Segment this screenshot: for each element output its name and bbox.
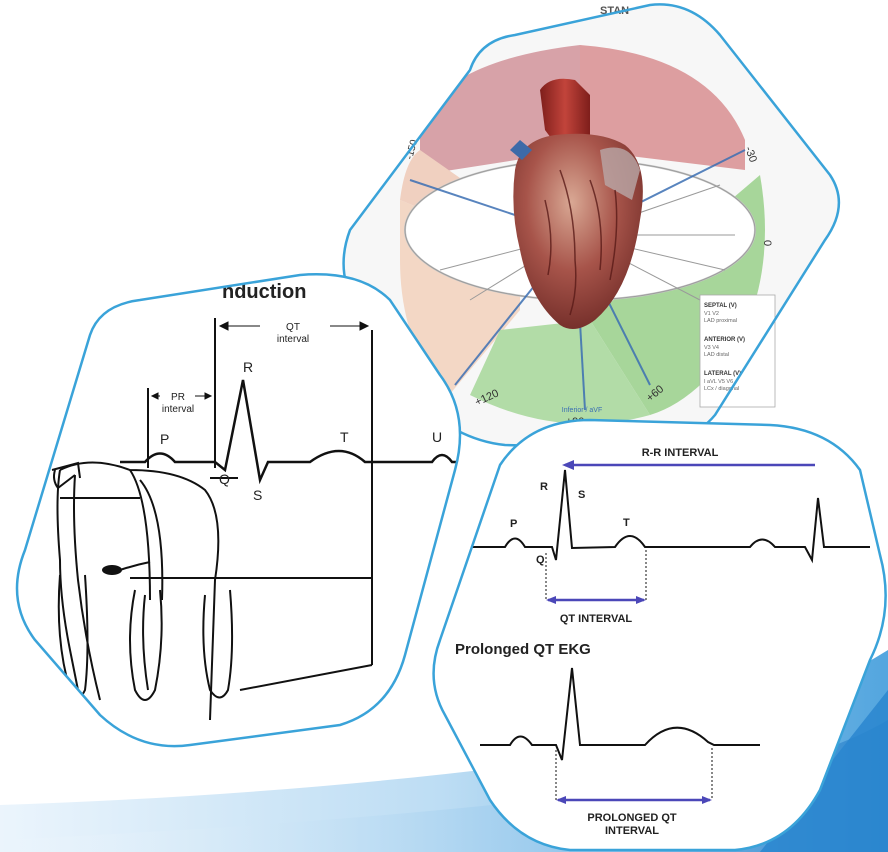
qt-wave-label-r: R: [540, 481, 548, 493]
prolonged-qt-title: Prolonged QT EKG: [455, 641, 591, 658]
wave-label-u: U: [432, 429, 442, 445]
qt-wave-label-t: T: [623, 517, 630, 529]
inferior-tag: Inferior / aVF: [562, 407, 602, 414]
prolonged-qt-label-line2: INTERVAL: [605, 825, 659, 837]
qt-interval-label: QT INTERVAL: [560, 613, 633, 625]
wave-label-q: Q: [219, 471, 230, 487]
qt-wave-label-q: Q: [536, 554, 545, 566]
pr-interval-label-line1: PR: [171, 392, 185, 403]
legend-title-2: LATERAL (V): [704, 371, 741, 377]
node-dot: [102, 565, 122, 575]
qt-interval-label-line1: QT: [286, 322, 300, 333]
legend-line-0-1: LAD proximal: [704, 318, 737, 324]
legend-line-1-0: V3 V4: [704, 345, 719, 351]
angle-label-zero: 0: [761, 240, 773, 246]
pr-interval-label-line2: interval: [162, 404, 194, 415]
wave-label-r: R: [243, 359, 253, 375]
conduction-ecg-panel: nduction: [0, 260, 480, 760]
qt-wave-label-s: S: [578, 489, 585, 501]
legend-line-0-0: V1 V2: [704, 311, 719, 317]
legend-title-1: ANTERIOR (V): [704, 337, 745, 343]
legend-line-1-1: LAD distal: [704, 352, 729, 358]
qt-wave-label-p: P: [510, 518, 517, 530]
rr-interval-label: R-R INTERVAL: [642, 447, 719, 459]
legend-line-2-0: I aVL V5 V6: [704, 379, 733, 385]
wave-label-p: P: [160, 431, 169, 447]
qt-interval-panel: R-R INTERVAL R S P T Q QT INTERVAL Prolo…: [420, 410, 888, 852]
qt-interval-label-line2: interval: [277, 334, 309, 345]
prolonged-qt-label-line1: PROLONGED QT: [587, 812, 677, 824]
wave-label-t: T: [340, 429, 349, 445]
wave-label-s: S: [253, 487, 262, 503]
legend-title-0: SEPTAL (V): [704, 303, 737, 309]
